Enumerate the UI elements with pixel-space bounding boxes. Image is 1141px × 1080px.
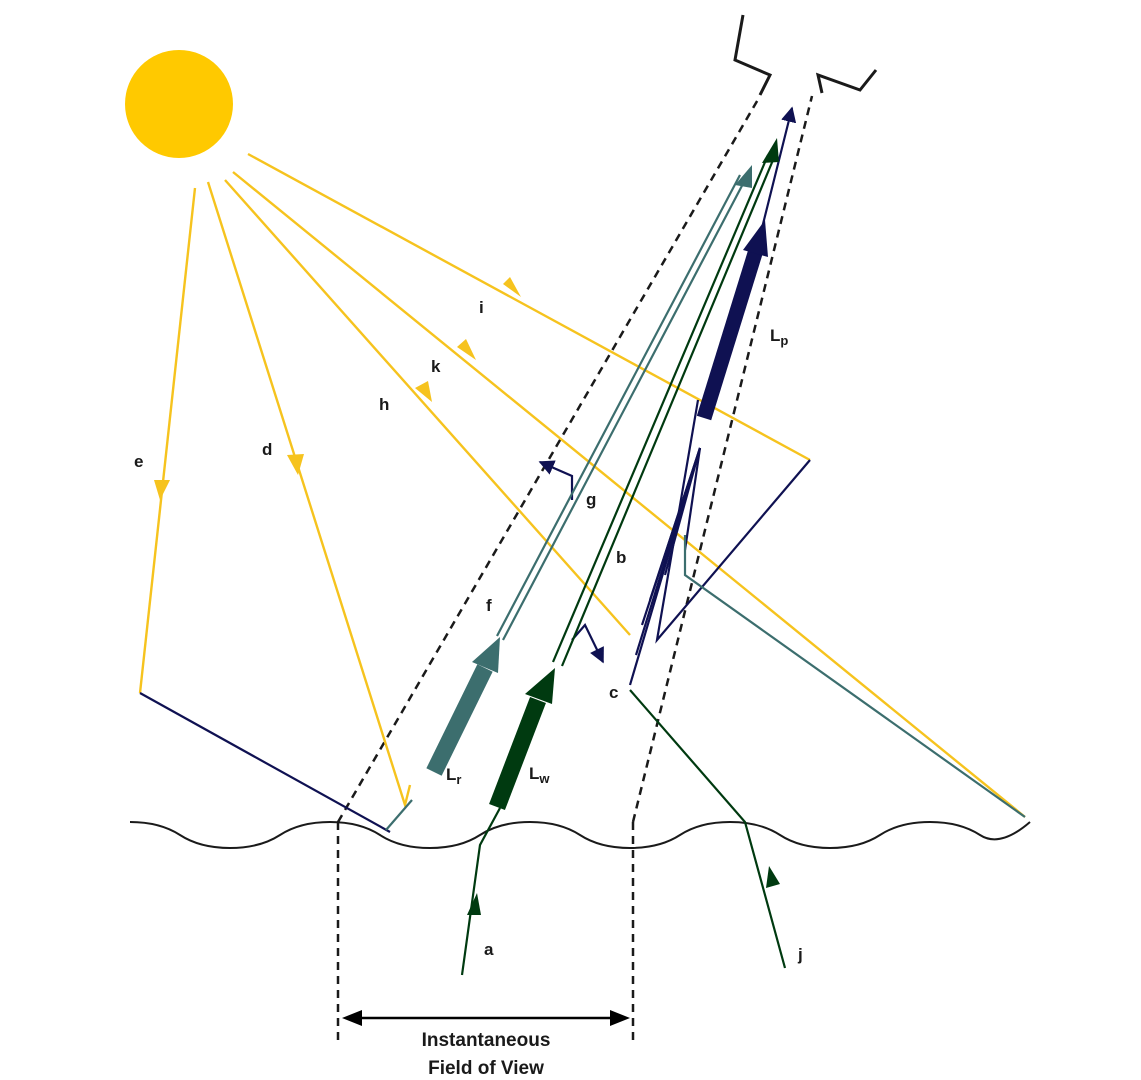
label-b: b — [616, 548, 626, 567]
ray-h — [224, 179, 631, 636]
path-radiance-trail — [760, 106, 797, 229]
ray-h-arrow — [415, 381, 432, 402]
ray-d — [206, 181, 412, 810]
water-surface — [129, 820, 1031, 850]
water-leaving-ray-b — [551, 154, 770, 663]
upwelling-teal-j — [683, 535, 1026, 818]
scatter-line-5 — [663, 447, 702, 576]
label-c: c — [609, 683, 618, 702]
field-of-view-boundary — [336, 95, 814, 1040]
label-d: d — [262, 440, 272, 459]
ray-e-arrow — [154, 480, 170, 500]
reflected-ray-g-2 — [502, 179, 746, 641]
label-i: i — [479, 298, 484, 317]
reflected-ray-g — [496, 174, 741, 637]
reflected-radiance-arrow — [426, 637, 500, 776]
label-lw: Lw — [529, 764, 550, 786]
label-j: j — [797, 945, 803, 964]
label-a: a — [484, 940, 494, 959]
water-leaving-arrowhead — [762, 138, 779, 163]
water-leaving-radiance-arrow — [489, 668, 555, 811]
field-of-view-caption-line1: Instantaneous — [422, 1030, 551, 1051]
label-lp: Lp — [770, 326, 788, 348]
scatter-out-c — [571, 623, 604, 664]
ray-k — [232, 171, 1026, 818]
scatter-line-6 — [683, 447, 702, 551]
reflected-ray-f — [385, 799, 413, 831]
scatter-line-4 — [648, 447, 702, 601]
ray-a-arrowhead — [467, 893, 481, 915]
label-lr: Lr — [446, 765, 461, 787]
field-of-view-caption-line2: Field of View — [428, 1058, 544, 1079]
reflected-ray-arrowhead — [735, 165, 752, 188]
sky-reflection-i — [655, 399, 811, 644]
ray-i — [247, 152, 811, 462]
field-of-view-arrow — [342, 1010, 630, 1026]
water-leaving-ray-a — [460, 807, 501, 976]
label-f: f — [486, 596, 492, 615]
label-k: k — [431, 357, 441, 376]
surface-reflection-e — [139, 692, 391, 833]
water-leaving-ray-b-2 — [560, 159, 775, 667]
ray-j-arrowhead — [766, 866, 780, 888]
ray-k-arrow — [457, 339, 476, 360]
ray-d-arrow — [287, 454, 304, 475]
water-leaving-ray-j — [629, 689, 787, 969]
ray-e — [138, 187, 197, 694]
label-g: g — [586, 490, 596, 509]
sensor-icon — [733, 14, 878, 96]
path-radiance-arrow — [696, 220, 768, 421]
label-h: h — [379, 395, 389, 414]
sun-icon — [125, 50, 233, 158]
ray-i-arrow — [503, 277, 521, 297]
label-e: e — [134, 452, 143, 471]
